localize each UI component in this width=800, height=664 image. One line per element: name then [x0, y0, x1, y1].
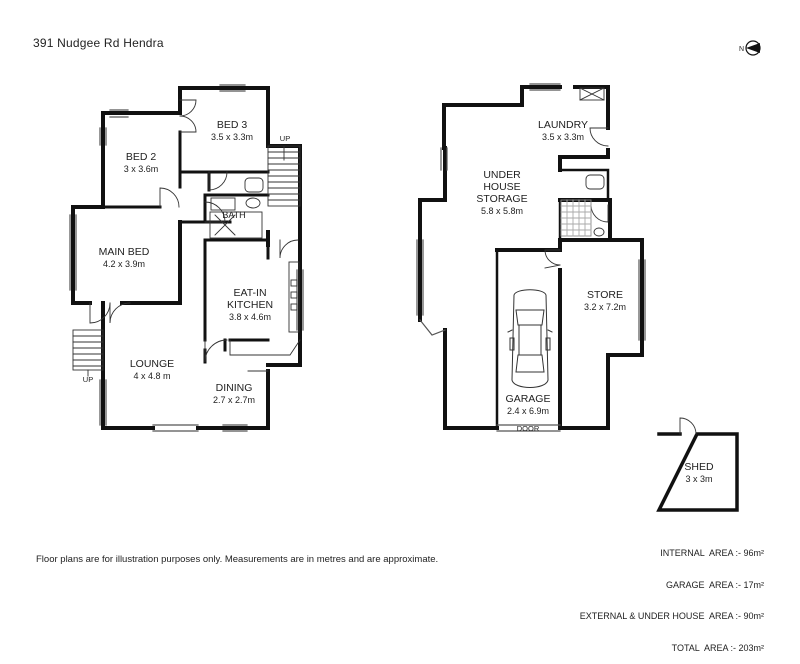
car-icon: [507, 289, 553, 388]
garage-door-label: DOOR: [517, 424, 540, 433]
lower-fixtures: [560, 87, 605, 237]
room-name-lounge: LOUNGE: [130, 358, 174, 370]
room-name-shed: SHED: [684, 461, 714, 473]
area-value: 90m²: [743, 611, 764, 621]
lower-floor-windows: [416, 83, 646, 432]
upper-floor-walls: [71, 86, 302, 430]
address-title: 391 Nudgee Rd Hendra: [33, 36, 164, 50]
room-name-bed2: BED 2: [126, 151, 157, 163]
lower-floor-walls: [418, 85, 644, 430]
room-name-garage: GARAGE: [506, 393, 551, 405]
area-label: TOTAL AREA :-: [671, 642, 736, 653]
area-row: EXTERNAL & UNDER HOUSE AREA :- 90m²: [580, 611, 764, 622]
area-label: INTERNAL AREA :-: [660, 548, 741, 558]
area-row: GARAGE AREA :- 17m²: [580, 580, 764, 591]
north-arrow-icon: N: [733, 40, 763, 61]
room-dim-bed2: 3 x 3.6m: [124, 164, 159, 174]
north-label: N: [739, 46, 744, 53]
stairs-up-label-top: UP: [280, 134, 290, 143]
room-name-store: STORE: [587, 289, 623, 301]
room-dim-laundry: 3.5 x 3.3m: [542, 132, 584, 142]
disclaimer-text: Floor plans are for illustration purpose…: [36, 554, 439, 565]
room-dim-bed3: 3.5 x 3.3m: [211, 132, 253, 142]
stairs-up-label-left: UP: [83, 375, 93, 384]
area-row: TOTAL AREA :- 203m²: [580, 643, 764, 654]
room-dim-garage: 2.4 x 6.9m: [507, 406, 549, 416]
room-name-main_bed: MAIN BED: [99, 246, 150, 258]
room-name-bed3: BED 3: [217, 119, 248, 131]
room-dim-dining: 2.7 x 2.7m: [213, 395, 255, 405]
area-value: 96m²: [743, 548, 764, 558]
room-dim-main_bed: 4.2 x 3.9m: [103, 259, 145, 269]
area-summary: INTERNAL AREA :- 96m² GARAGE AREA :- 17m…: [580, 527, 764, 664]
upper-floor-door-swings: [89, 99, 299, 372]
room-dim-storage: 5.8 x 5.8m: [481, 206, 523, 216]
area-value: 203m²: [738, 642, 764, 653]
area-label: EXTERNAL & UNDER HOUSE AREA :-: [579, 611, 741, 621]
upper-stairs: [72, 145, 301, 377]
room-dim-lounge: 4 x 4.8 m: [133, 371, 170, 381]
upper-floor-windows: [69, 84, 304, 432]
upper-fixtures: [209, 177, 301, 356]
room-dim-store: 3.2 x 7.2m: [584, 302, 626, 312]
room-name-dining: DINING: [216, 382, 253, 394]
lower-floor-internal: [495, 168, 610, 430]
room-name-bath: BATH: [222, 210, 245, 220]
shed-walls: [656, 432, 739, 512]
area-row: INTERNAL AREA :- 96m²: [580, 548, 764, 559]
room-name-laundry: LAUNDRY: [538, 119, 588, 131]
area-label: GARAGE AREA :-: [665, 579, 741, 590]
room-dim-kitchen: 3.8 x 4.6m: [229, 312, 271, 322]
area-value: 17m²: [743, 579, 764, 590]
room-dim-shed: 3 x 3m: [685, 474, 712, 484]
